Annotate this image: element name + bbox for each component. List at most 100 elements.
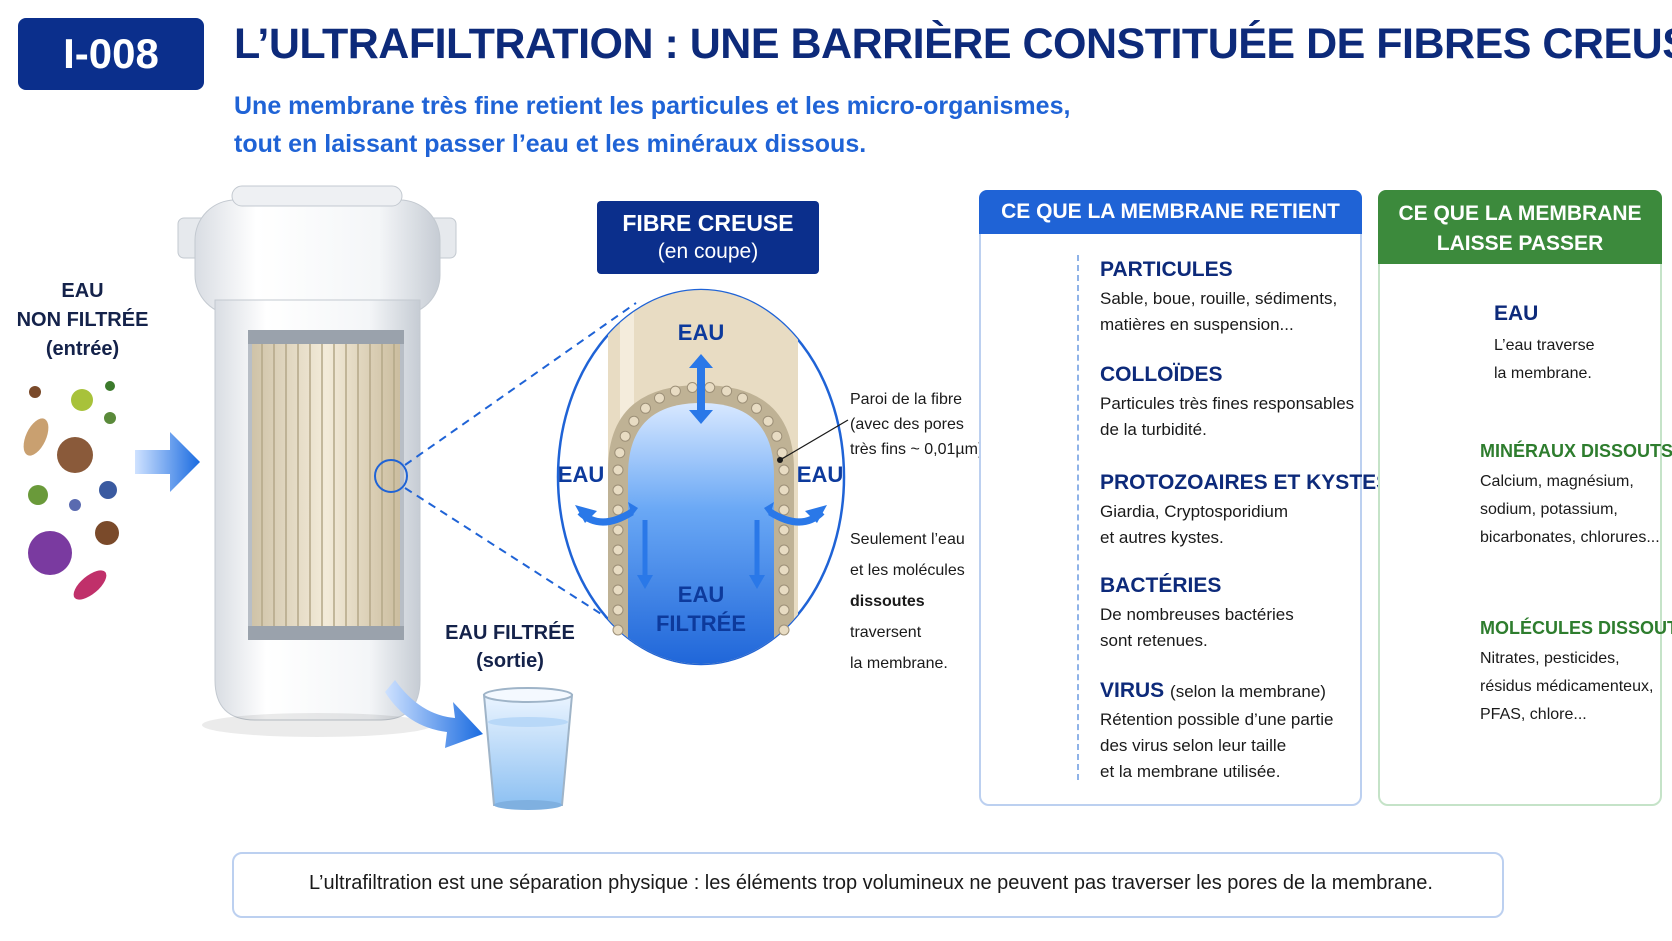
footer-text: L’ultrafiltration est une séparation phy… <box>309 872 1433 894</box>
fiber-label-box: FIBRE CREUSE (en coupe) <box>597 201 819 274</box>
pore-mark <box>612 484 624 496</box>
pore-mark <box>776 447 788 459</box>
retain-item-protozoa: PROTOZOAIRES ET KYSTES Giardia, Cryptosp… <box>1100 471 1390 551</box>
filter-housing <box>177 185 457 737</box>
pore-mark <box>778 544 790 556</box>
desc-line: et autres kystes. <box>1100 528 1224 547</box>
pore-mark <box>778 584 790 596</box>
passage-note-line: traversent <box>850 624 922 641</box>
desc-line: Particules très fines responsables <box>1100 394 1355 413</box>
inlet-label-line-1: EAU <box>61 280 104 302</box>
retain-item-title: PROTOZOAIRES ET KYSTES <box>1100 471 1391 494</box>
pore-mark <box>612 584 624 596</box>
desc-line: Giardia, Cryptosporidium <box>1100 502 1289 521</box>
retain-item-title: PARTICULES <box>1100 258 1233 281</box>
retain-item-virus: VIRUS (selon la membrane) Rétention poss… <box>1100 679 1333 785</box>
pore-mark <box>640 402 651 414</box>
outlet-label-line-1: EAU FILTRÉE <box>445 622 575 644</box>
desc-line: PFAS, chlore... <box>1480 706 1587 723</box>
pore-mark <box>778 464 790 476</box>
retain-item-bacteria: BACTÉRIES De nombreuses bactéries sont r… <box>1100 574 1294 654</box>
pore-mark <box>778 624 790 636</box>
outlet-label-line-2: (sortie) <box>476 650 544 672</box>
passage-note-line: la membrane. <box>850 655 948 672</box>
pass-item-molecules: MOLÉCULES DISSOUTES Nitrates, pesticides… <box>1480 618 1672 729</box>
pass-item-desc: Calcium, magnésium, sodium, potassium, b… <box>1480 468 1672 552</box>
retain-item-desc: De nombreuses bactéries sont retenues. <box>1100 602 1294 654</box>
fiber-cross-section <box>556 288 849 666</box>
desc-line: Sable, boue, rouille, sédiments, <box>1100 289 1338 308</box>
pore-mark <box>762 415 774 427</box>
retain-panel-divider <box>1077 255 1079 780</box>
pore-mark <box>778 504 790 516</box>
pass-header-line-1: CE QUE LA MEMBRANE <box>1398 202 1642 225</box>
pore-mark <box>778 604 790 616</box>
retain-item-colloids: COLLOÏDES Particules très fines responsa… <box>1100 363 1354 443</box>
desc-line: résidus médicamenteux, <box>1480 678 1654 695</box>
desc-line: sodium, potassium, <box>1480 501 1618 518</box>
retain-item-desc: Giardia, Cryptosporidium et autres kyste… <box>1100 499 1390 551</box>
pore-mark <box>737 392 748 404</box>
pass-panel-header: CE QUE LA MEMBRANE LAISSE PASSER <box>1378 190 1662 264</box>
desc-line: Nitrates, pesticides, <box>1480 650 1620 667</box>
retain-item-desc: Rétention possible d’une partie des viru… <box>1100 707 1333 785</box>
desc-line: matières en suspension... <box>1100 315 1294 334</box>
pore-mark <box>612 504 624 516</box>
contaminants-cluster <box>23 381 119 600</box>
pass-item-desc: Nitrates, pesticides, résidus médicament… <box>1480 645 1672 729</box>
page-title: L’ULTRAFILTRATION : UNE BARRIÈRE CONSTIT… <box>234 20 1672 68</box>
passage-note-line: Seulement l’eau <box>850 531 965 548</box>
inlet-label-line-2: NON FILTRÉE <box>16 309 149 331</box>
retain-item-title: COLLOÏDES <box>1100 363 1223 386</box>
wall-note-line: très fins ~ 0,01µm) <box>850 441 984 458</box>
fiber-filtered-line-2: FILTRÉE <box>655 611 747 636</box>
pore-mark <box>771 430 783 442</box>
pass-header-line-2: LAISSE PASSER <box>1436 232 1604 255</box>
passage-note-line: dissoutes <box>850 593 925 610</box>
retain-item-desc: Sable, boue, rouille, sédiments, matière… <box>1100 286 1337 338</box>
subtitle-line-2: tout en laissant passer l’eau et les min… <box>234 130 867 158</box>
retain-item-particles: PARTICULES Sable, boue, rouille, sédimen… <box>1100 258 1337 338</box>
desc-line: de la turbidité. <box>1100 420 1207 439</box>
fiber-box-subtitle: (en coupe) <box>657 240 759 263</box>
inlet-arrow <box>135 432 200 492</box>
retain-panel <box>979 190 1362 806</box>
desc-line: des virus selon leur taille <box>1100 736 1287 755</box>
pore-mark <box>612 604 624 616</box>
wall-note-line: (avec des pores <box>850 416 964 433</box>
pass-panel <box>1378 190 1662 806</box>
outlet-arrow <box>385 680 483 748</box>
pass-item-title: MOLÉCULES DISSOUTES <box>1480 618 1672 638</box>
pore-mark <box>614 447 626 459</box>
pass-item-minerals: MINÉRAUX DISSOUTS Calcium, magnésium, so… <box>1480 441 1672 552</box>
retain-item-title-note: (selon la membrane) <box>1170 682 1326 701</box>
retain-item-title-text: VIRUS <box>1100 679 1165 702</box>
passage-note-line: et les molécules <box>850 562 965 579</box>
code-badge: I-008 <box>18 18 204 90</box>
pore-mark <box>612 464 624 476</box>
desc-line: bicarbonates, chlorures... <box>1480 529 1660 546</box>
pore-mark <box>778 564 790 576</box>
pore-mark <box>778 484 790 496</box>
fiber-box-title: FIBRE CREUSE <box>622 210 794 236</box>
fiber-wall-note: Paroi de la fibre (avec des pores très f… <box>850 387 983 462</box>
pore-mark <box>704 382 716 393</box>
inlet-label-line-3: (entrée) <box>45 338 120 360</box>
pore-mark <box>612 564 624 576</box>
desc-line: et la membrane utilisée. <box>1100 762 1281 781</box>
pore-mark <box>628 415 640 427</box>
fiber-filtered-line-1: EAU <box>677 582 725 607</box>
fiber-water-right: EAU <box>796 462 844 487</box>
fiber-water-left: EAU <box>557 462 605 487</box>
pass-item-desc: L’eau traverse la membrane. <box>1494 332 1595 388</box>
wall-note-line: Paroi de la fibre <box>850 391 963 408</box>
pore-mark <box>686 382 698 393</box>
pore-mark <box>654 392 665 404</box>
retain-item-title: VIRUS (selon la membrane) <box>1100 679 1333 703</box>
pore-mark <box>669 385 681 397</box>
retain-item-title: BACTÉRIES <box>1100 574 1222 597</box>
pass-item-title: EAU <box>1494 302 1539 325</box>
footer-box <box>232 852 1504 918</box>
pore-mark <box>612 544 624 556</box>
pass-item-water: EAU L’eau traverse la membrane. <box>1494 302 1595 388</box>
